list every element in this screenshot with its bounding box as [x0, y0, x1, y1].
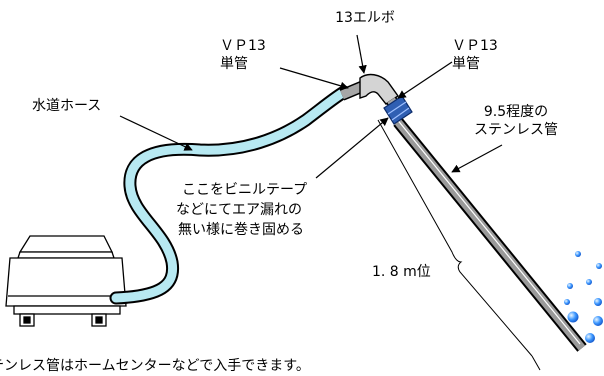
air-bubbles: [564, 251, 603, 343]
pump-lid: [18, 235, 114, 253]
elbow-label: 13エルボ: [335, 10, 395, 26]
seal-label-line2: などにてエア漏れの: [176, 202, 302, 218]
bubble: [585, 333, 595, 343]
stainless-pipe: [393, 117, 587, 352]
vp13-left-leader: [279, 67, 349, 90]
pump-lid-rim: [17, 251, 115, 259]
length-dimension: [377, 119, 541, 371]
length-label: 1. 8 m位: [372, 264, 431, 280]
elbow-fitting: [359, 73, 399, 105]
vp13-left-label-line2: 単管: [220, 56, 248, 72]
bubble: [586, 279, 592, 285]
bubble: [594, 298, 602, 306]
bubble: [596, 263, 602, 269]
stainless-leader: [451, 144, 503, 173]
seal-label-line3: 無い様に巻き固める: [178, 222, 304, 238]
air-pump: [5, 235, 127, 327]
bubble: [564, 299, 570, 305]
elbow-leader: [356, 34, 367, 74]
water-hose-label: 水道ホース: [32, 98, 102, 114]
stainless-label-line1: 9.5程度の: [483, 104, 549, 120]
pump-base: [13, 305, 121, 315]
vp13-right-leader: [397, 61, 453, 99]
leader-lines: [119, 34, 503, 179]
pump-body: [5, 257, 127, 307]
water-hose: [109, 85, 351, 305]
seal-label-line1: ここをビニルテープ: [182, 182, 308, 198]
bubble: [567, 311, 579, 323]
vp13-left-label-line1: ＶＰ13: [220, 38, 266, 54]
stainless-label-line2: ステンレス管: [474, 122, 558, 138]
vp13-right-label-line2: 単管: [452, 56, 480, 72]
vinyl-tape-wrap: [383, 95, 413, 125]
bubble: [567, 283, 573, 289]
vp13-right-label-line1: ＶＰ13: [452, 38, 498, 54]
bubble: [575, 251, 581, 257]
seal-leader: [315, 117, 389, 179]
hose-leader: [119, 115, 193, 151]
footer-note: テンレス管はホームセンターなどで入手できます。: [0, 358, 310, 374]
bubble: [593, 316, 603, 326]
